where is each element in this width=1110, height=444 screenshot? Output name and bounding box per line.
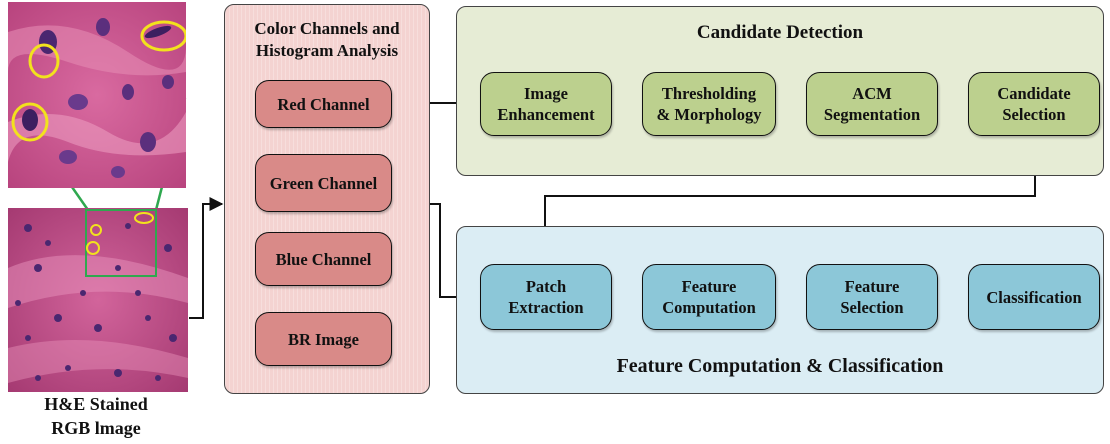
patch-extraction-node: Patch Extraction: [480, 264, 612, 330]
zoomed-tissue-image: [8, 2, 188, 188]
blue-channel-node: Blue Channel: [255, 232, 392, 286]
image-enhancement-node: Image Enhancement: [480, 72, 612, 136]
color-channels-title: Color Channels and Histogram Analysis: [254, 19, 400, 60]
full-tissue-image: [8, 208, 188, 392]
red-channel-node: Red Channel: [255, 80, 392, 128]
classification-node: Classification: [968, 264, 1100, 330]
candidate-selection-node: Candidate Selection: [968, 72, 1100, 136]
feature-classification-title: Feature Computation & Classification: [616, 355, 944, 377]
feature-selection-node: Feature Selection: [806, 264, 938, 330]
br-image-node: BR Image: [255, 312, 392, 366]
green-channel-node: Green Channel: [255, 154, 392, 212]
feature-computation-node: Feature Computation: [642, 264, 776, 330]
thresholding-morphology-node: Thresholding & Morphology: [642, 72, 776, 136]
zoomed-tissue-icon: [8, 2, 188, 188]
candidate-detection-title: Candidate Detection: [696, 22, 864, 43]
full-tissue-icon: [8, 208, 188, 392]
acm-segmentation-node: ACM Segmentation: [806, 72, 938, 136]
image-caption: H&E Stained RGB lmage: [44, 394, 148, 438]
